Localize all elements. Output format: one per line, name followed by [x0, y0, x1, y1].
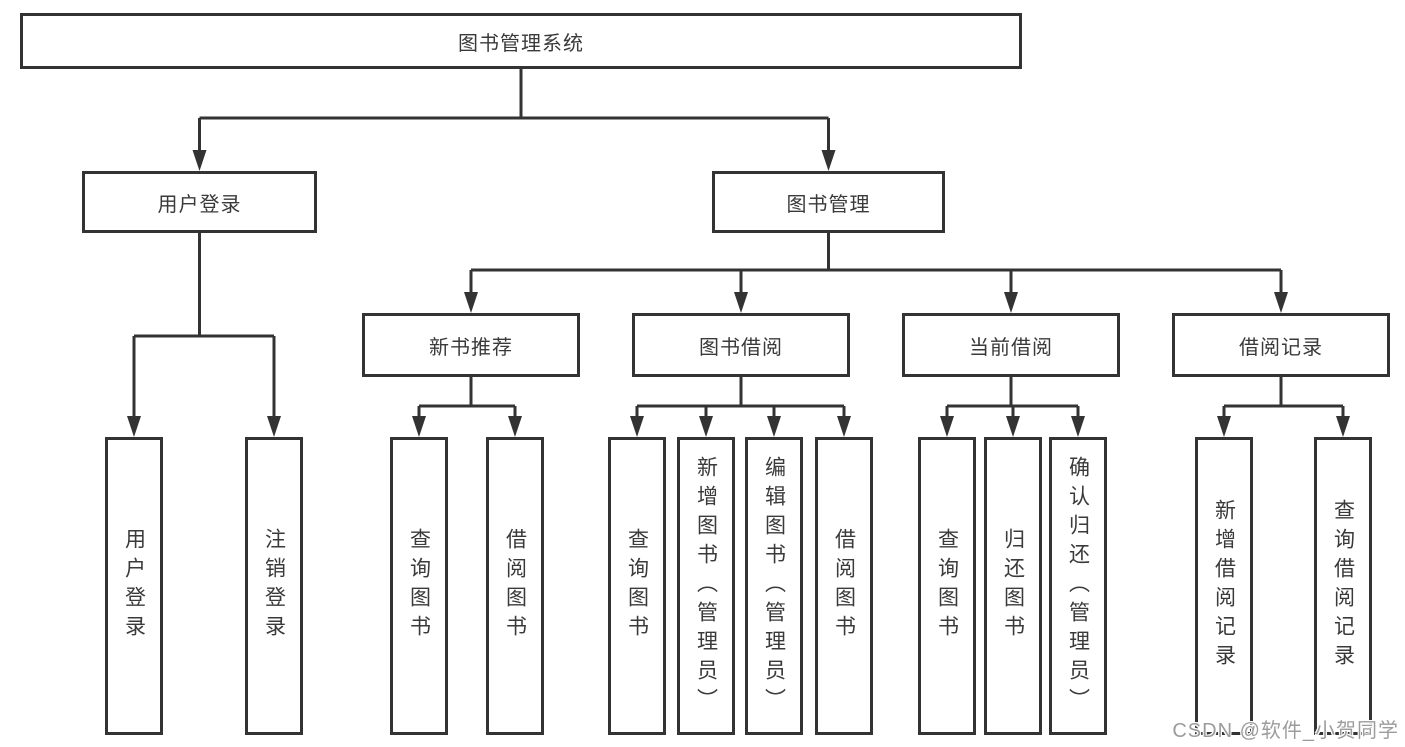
node-leaf-edit-books-admin: 编辑图书（管理员） [745, 437, 803, 735]
connector-user-login-children [127, 233, 281, 437]
node-leaf-add-books-admin: 新增图书（管理员） [677, 437, 735, 735]
node-library-system: 图书管理系统 [20, 13, 1022, 69]
node-leaf-query-books-borrow: 查询图书 [608, 437, 666, 735]
node-leaf-query-borrow-record: 查询借阅记录 [1314, 437, 1372, 735]
connector-book-borrow-children [630, 377, 851, 437]
watermark: CSDN @软件_小贺同学 [1172, 720, 1399, 742]
node-user-login: 用户登录 [82, 171, 317, 233]
leaf-label: 确认归还（管理员） [1066, 455, 1090, 717]
leaf-label: 注销登录 [262, 528, 286, 644]
connector-root-to-level2 [192, 69, 836, 171]
leaf-label: 归还图书 [1001, 528, 1025, 644]
node-leaf-query-books-recommend: 查询图书 [390, 437, 448, 735]
connector-borrow-records-children [1217, 377, 1350, 437]
node-leaf-return-books: 归还图书 [984, 437, 1042, 735]
leaf-label: 用户登录 [122, 528, 146, 644]
node-borrowing-records: 借阅记录 [1172, 313, 1390, 377]
node-leaf-add-borrow-record: 新增借阅记录 [1195, 437, 1253, 735]
connector-new-book-children [412, 377, 522, 437]
leaf-label: 新增图书（管理员） [694, 455, 718, 717]
node-book-management: 图书管理 [712, 171, 945, 233]
leaf-label: 借阅图书 [832, 528, 856, 644]
leaf-label: 借阅图书 [503, 528, 527, 644]
node-leaf-user-login: 用户登录 [105, 437, 163, 735]
node-new-book-recommendation: 新书推荐 [362, 313, 580, 377]
node-book-borrowing: 图书借阅 [632, 313, 850, 377]
leaf-label: 新增借阅记录 [1212, 499, 1236, 673]
node-leaf-borrow-books: 借阅图书 [815, 437, 873, 735]
connector-current-borrow-children [940, 377, 1085, 437]
leaf-label: 编辑图书（管理员） [762, 455, 786, 717]
node-leaf-query-books-current: 查询图书 [918, 437, 976, 735]
leaf-label: 查询借阅记录 [1331, 499, 1355, 673]
leaf-label: 查询图书 [625, 528, 649, 644]
node-leaf-borrow-books-recommend: 借阅图书 [486, 437, 544, 735]
node-current-borrowing: 当前借阅 [902, 313, 1120, 377]
node-leaf-confirm-return-admin: 确认归还（管理员） [1049, 437, 1107, 735]
leaf-label: 查询图书 [407, 528, 431, 644]
connector-book-management-children [464, 233, 1288, 313]
node-leaf-logout: 注销登录 [245, 437, 303, 735]
leaf-label: 查询图书 [935, 528, 959, 644]
